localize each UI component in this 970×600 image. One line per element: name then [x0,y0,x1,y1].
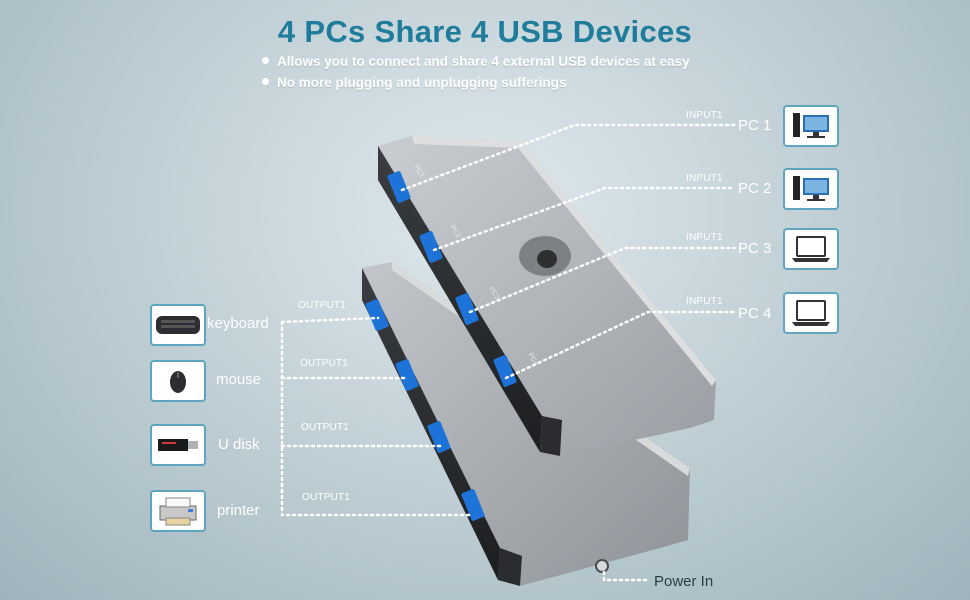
printer-icon [150,490,206,532]
input-label: INPUT1 [686,232,723,243]
desktop-icon [783,105,839,147]
usb-ports-upper [387,171,517,387]
bullet-item: Allows you to connect and share 4 extern… [262,54,690,69]
pc-label: PC 4 [738,305,772,322]
usb-drive-icon [150,424,206,466]
pc-label: PC 3 [738,240,772,257]
power-in-label: Power In [654,573,714,590]
keyboard-icon [150,304,206,346]
laptop-icon [783,228,839,270]
output-label: OUTPUT1 [300,358,349,369]
input-label: INPUT1 [686,296,723,307]
power-port [595,559,609,573]
mouse-icon [150,360,206,402]
bullet-dot-icon [262,56,269,64]
output-label: OUTPUT1 [301,422,350,433]
bullet-item: No more plugging and unplugging sufferin… [262,75,566,90]
device-label: mouse [216,371,262,388]
output-label: OUTPUT1 [302,492,351,503]
output-label: OUTPUT1 [298,300,347,311]
laptop-icon [783,292,839,334]
input-label: INPUT1 [686,173,723,184]
device-label: U disk [218,436,260,453]
output-connector-lines [280,316,650,582]
page-title: 4 PCs Share 4 USB Devices [277,14,693,49]
input-connector-lines [400,123,737,380]
device-label: keyboard [207,315,269,332]
desktop-icon [783,168,839,210]
bullet-dot-icon [262,77,269,85]
pc-label: PC 2 [738,180,772,197]
pc-label: PC 1 [738,117,772,134]
input-label: INPUT1 [686,110,723,121]
usb-ports-lower [365,299,485,521]
device-label: printer [217,502,260,519]
